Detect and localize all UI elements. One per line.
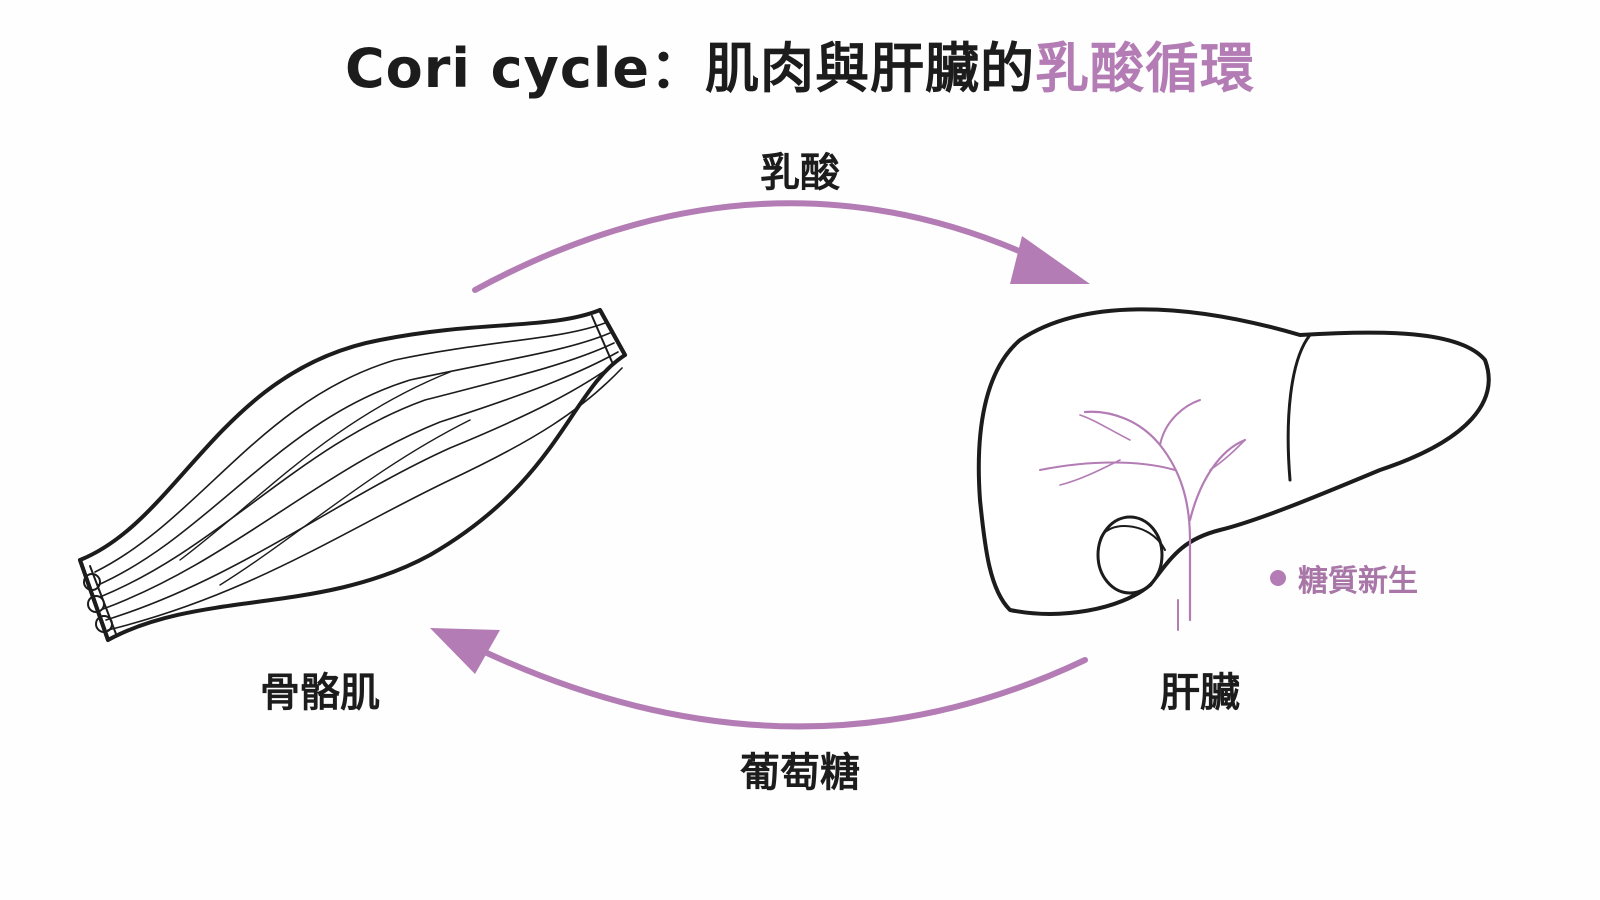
glucose-arrowhead (430, 628, 500, 674)
lactate-label: 乳酸 (760, 150, 840, 196)
skeletal-muscle-icon (78, 308, 627, 642)
diagram-title: Cori cycle：肌肉與肝臟的乳酸循環 (0, 24, 1600, 103)
gluconeogenesis-note: 糖質新生 (1270, 556, 1418, 600)
glucose-arrow (430, 628, 1088, 730)
lactate-arrowhead (1010, 236, 1090, 284)
skeletal-muscle-label: 骨骼肌 (260, 670, 380, 716)
gluconeogenesis-text: 糖質新生 (1298, 564, 1418, 599)
title-main: Cori cycle：肌肉與肝臟的 (344, 37, 1036, 100)
lactate-arrow (472, 200, 1090, 293)
liver-label: 肝臟 (1160, 670, 1240, 716)
bullet-dot-icon (1270, 570, 1286, 586)
glucose-label: 葡萄糖 (740, 750, 860, 796)
title-highlight: 乳酸循環 (1035, 37, 1256, 100)
liver-icon (976, 307, 1491, 631)
